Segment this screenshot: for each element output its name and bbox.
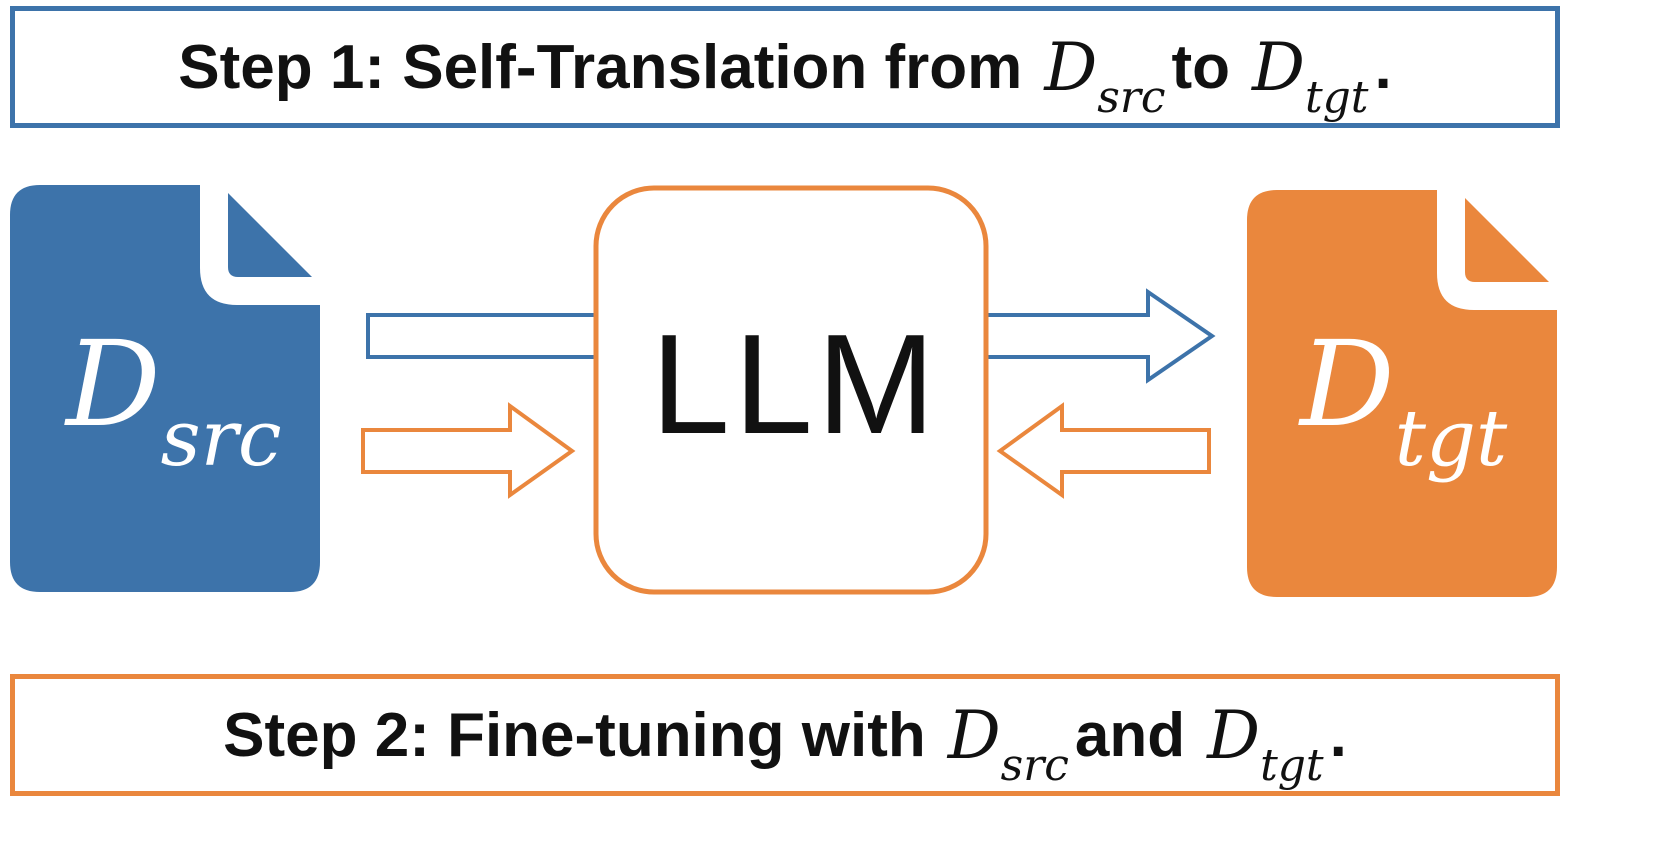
target-document-icon	[1247, 190, 1557, 597]
step1-banner: Step 1: Self-Translation from Dsrc to Dt…	[10, 6, 1560, 128]
arrow-src-to-llm	[366, 313, 600, 359]
step2-suffix: .	[1329, 700, 1347, 770]
step1-var-src: Dsrc	[1044, 28, 1166, 123]
step2-var-src: Dsrc	[947, 696, 1069, 791]
step1-suffix: .	[1374, 32, 1392, 102]
arrow-src-finetune	[361, 402, 576, 499]
step2-banner: Step 2: Fine-tuning with Dsrc and Dtgt .	[10, 674, 1560, 796]
step2-connector: and	[1074, 700, 1186, 770]
step2-var-tgt: Dtgt	[1207, 696, 1324, 791]
arrow-llm-to-tgt	[984, 288, 1216, 384]
step1-connector: to	[1171, 32, 1231, 102]
step1-prefix: Step 1: Self-Translation from	[178, 32, 1023, 102]
llm-label: LLM	[650, 305, 940, 464]
target-doc-label: Dtgt	[1300, 315, 1508, 484]
step1-var-tgt: Dtgt	[1252, 28, 1369, 123]
llm-box	[593, 185, 989, 595]
source-document-icon	[10, 185, 320, 592]
step2-prefix: Step 2: Fine-tuning with	[223, 700, 926, 770]
arrow-tgt-finetune	[996, 402, 1211, 499]
source-doc-label: Dsrc	[66, 315, 282, 484]
